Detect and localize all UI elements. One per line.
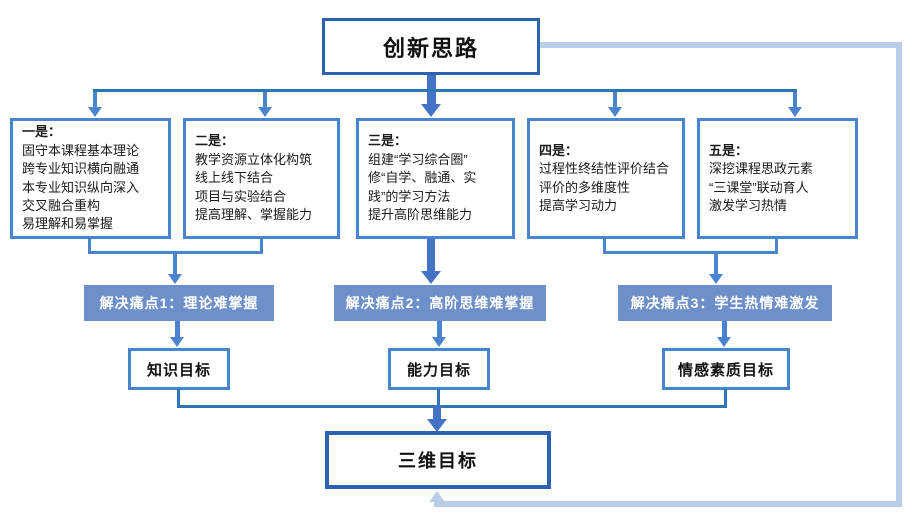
goal-box-knowledge: 知识目标 [128, 348, 230, 390]
merge-left-arrow-line [173, 253, 177, 275]
merge-right-stub-2 [775, 239, 778, 253]
stage-box-2-title: 二是： [195, 133, 235, 149]
merge-left-stub-2 [260, 239, 263, 253]
center-arrow-line [427, 239, 435, 272]
drop-arrowhead-2-icon [258, 107, 272, 117]
drop-arrowhead-1-icon [88, 107, 102, 117]
drop-line-1 [93, 92, 97, 107]
bottom-node-label: 三维目标 [398, 451, 478, 471]
stage-box-1-line: 跨专业知识横向融通 [22, 161, 140, 177]
merge-right-arrowhead-icon [709, 274, 723, 284]
pain-point-3-label: 解决痛点3：学生热情难激发 [630, 295, 820, 311]
stage-box-1-title: 一是： [22, 124, 62, 140]
drop-line-2 [263, 92, 267, 107]
stage-box-4-line: 过程性终结性评价结合 [539, 161, 670, 177]
stage-box-1-line: 固守本课程基本理论 [22, 142, 140, 158]
merge-right-stub-1 [603, 239, 606, 253]
merge-left-stub-1 [88, 239, 91, 253]
stage-box-5-line: 激发学习热情 [709, 197, 788, 213]
stage-box-3-line: 组建“学习综合圈” [368, 151, 468, 167]
bottom-merge-stub-2 [437, 389, 440, 408]
stage-box-2-line: 项目与实验结合 [195, 188, 287, 204]
stage-box-4-line: 评价的多维度性 [539, 179, 631, 195]
stage-box-4: 四是： 过程性终结性评价结合 评价的多维度性 提高学习动力 [527, 118, 685, 239]
drop-arrowhead-4-icon [608, 107, 622, 117]
pain-point-bar-3: 解决痛点3：学生热情难激发 [618, 285, 832, 321]
goal-emotion-label: 情感素质目标 [677, 361, 774, 379]
goal-arrowhead-1-icon [170, 337, 184, 347]
feedback-line-right [896, 42, 902, 507]
stage-box-2-line: 线上线下结合 [195, 170, 274, 186]
stage-box-3-line: 修“自学、融通、实践”的学习方法 [368, 170, 477, 204]
bottom-merge-stub-3 [724, 389, 727, 408]
goal-arrowhead-3-icon [717, 337, 731, 347]
goal-arrow-line-3 [722, 321, 727, 338]
stage-box-5-line: “三课堂”联动育人 [709, 179, 809, 195]
goal-box-emotion: 情感素质目标 [662, 348, 790, 390]
stage-box-3-title: 三是： [368, 133, 408, 149]
stage-box-2: 二是： 教学资源立体化构筑 线上线下结合 项目与实验结合 提高理解、掌握能力 [183, 118, 340, 239]
bottom-arrow-line [433, 405, 441, 420]
merge-right-horizontal [603, 251, 778, 254]
top-node-innovation: 创新思路 [322, 18, 540, 75]
drop-line-5 [793, 92, 797, 107]
goal-knowledge-label: 知识目标 [146, 361, 211, 379]
bottom-merge-stub-1 [177, 389, 180, 408]
stage-box-1-line: 本专业知识纵向深入 [22, 179, 140, 195]
stage-box-5: 五是： 深挖课程思政元素 “三课堂”联动育人 激发学习热情 [697, 118, 858, 239]
bottom-arrowhead-icon [427, 419, 447, 432]
merge-left-arrowhead-icon [168, 274, 182, 284]
stage-box-4-line: 提高学习动力 [539, 197, 618, 213]
center-arrowhead-icon [421, 271, 441, 284]
drop-line-4 [613, 92, 617, 107]
bottom-merge-horizontal [177, 405, 726, 408]
pain-point-bar-1: 解决痛点1：理论难掌握 [84, 285, 274, 321]
goal-box-ability: 能力目标 [388, 348, 490, 390]
stage-box-1: 一是： 固守本课程基本理论 跨专业知识横向融通 本专业知识纵向深入 交叉融合重构… [10, 118, 171, 239]
stage-box-2-line: 提高理解、掌握能力 [195, 207, 313, 223]
feedback-arrowhead-up-icon [429, 491, 445, 502]
stage-box-1-line: 交叉融合重构 [22, 197, 101, 213]
goal-arrow-line-1 [175, 321, 180, 338]
pain-point-bar-2: 解决痛点2：高阶思维难掌握 [334, 285, 546, 321]
stage-box-1-line: 易理解和易掌握 [22, 216, 114, 232]
feedback-line-bottom [434, 501, 896, 507]
stage-box-5-line: 深挖课程思政元素 [709, 161, 814, 177]
drop-arrowhead-5-icon [788, 107, 802, 117]
stage-box-2-line: 教学资源立体化构筑 [195, 151, 313, 167]
pain-point-2-label: 解决痛点2：高阶思维难掌握 [345, 295, 535, 311]
stage-box-4-title: 四是： [539, 142, 579, 158]
stage-box-5-title: 五是： [709, 142, 749, 158]
connector-horizontal-top [93, 89, 797, 92]
drop-arrowhead-3-icon [421, 104, 441, 117]
feedback-line-top [540, 42, 900, 48]
bottom-node-three-dimensional-goal: 三维目标 [325, 431, 551, 489]
stage-box-3-line: 提升高阶思维能力 [368, 207, 473, 223]
goal-arrowhead-2-icon [432, 337, 446, 347]
merge-left-horizontal [88, 251, 263, 254]
stage-box-3: 三是： 组建“学习综合圈” 修“自学、融通、实践”的学习方法 提升高阶思维能力 [356, 118, 515, 239]
pain-point-1-label: 解决痛点1：理论难掌握 [99, 295, 259, 311]
goal-ability-label: 能力目标 [406, 361, 471, 379]
top-node-label: 创新思路 [382, 35, 479, 61]
merge-right-arrow-line [714, 253, 718, 275]
goal-arrow-line-2 [437, 321, 442, 338]
